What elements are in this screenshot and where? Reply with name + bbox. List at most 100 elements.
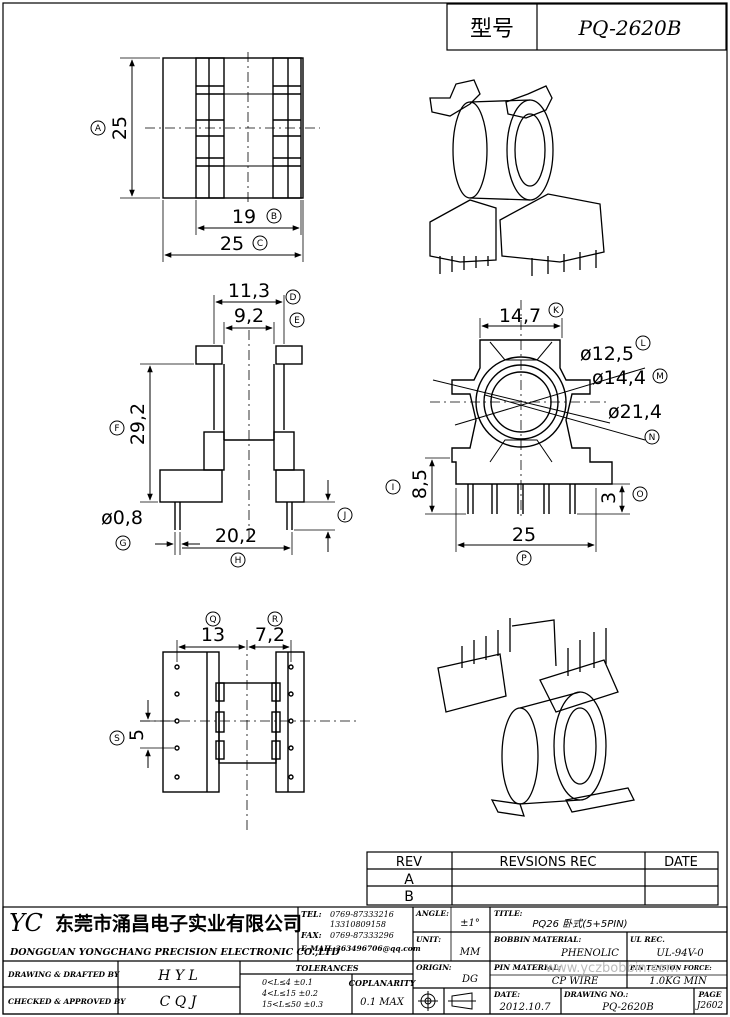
origin-label: ORIGIN: bbox=[416, 963, 452, 972]
dim-height-25: 25 bbox=[109, 116, 131, 140]
projection-symbol-icon bbox=[418, 991, 476, 1011]
dim-width-19: 19 bbox=[232, 206, 256, 228]
marker-h: H bbox=[235, 556, 242, 566]
side-view bbox=[140, 295, 335, 555]
marker-d: D bbox=[290, 293, 297, 303]
checked-value: C Q J bbox=[160, 994, 198, 1010]
company-name-en: DONGGUAN YONGCHANG PRECISION ELECTRONIC … bbox=[9, 947, 340, 958]
dim-29-2: 29,2 bbox=[127, 403, 149, 445]
tol-2: 4<L≤15 ±0.2 bbox=[261, 989, 318, 998]
origin-value: DG bbox=[461, 974, 478, 985]
side-view-labels: 11,3 D 9,2 E 29,2 F ø0,8 G 20,2 H J bbox=[101, 280, 353, 568]
tel-2: 13310809158 bbox=[330, 920, 386, 929]
title-label: TITLE: bbox=[494, 909, 523, 918]
dim-13: 13 bbox=[201, 624, 225, 646]
marker-a: A bbox=[95, 124, 102, 134]
marker-k: K bbox=[553, 306, 560, 316]
title-value: PQ26 卧式(5+5PIN) bbox=[532, 918, 627, 930]
dim-width-25: 25 bbox=[220, 233, 244, 255]
unit-value: MM bbox=[459, 947, 481, 958]
marker-q: Q bbox=[209, 615, 216, 625]
dim-dia-14-4: ø14,4 bbox=[592, 367, 646, 389]
dim-5: 5 bbox=[126, 729, 148, 741]
front-view-labels: 14,7 K ø12,5 L ø14,4 M ø21,4 N 8,5 I 3 O… bbox=[385, 302, 668, 566]
pin-value: CP WIRE bbox=[552, 976, 599, 987]
bobbin-value: PHENOLIC bbox=[560, 948, 619, 959]
bobbin-label: BOBBIN MATERIAL: bbox=[493, 935, 582, 944]
iso-view-bottom bbox=[437, 618, 635, 817]
tension-value: 1.0KG MIN bbox=[649, 976, 708, 987]
drawing-no-label: DRAWING NO.: bbox=[563, 990, 629, 999]
fax-value: 0769-87333296 bbox=[330, 931, 394, 940]
fax-label: FAX: bbox=[300, 930, 322, 940]
dim-dia-21-4: ø21,4 bbox=[608, 401, 662, 423]
watermark: www.yczbobbin.com bbox=[546, 961, 679, 976]
company-name-cn: 东莞市涌昌电子实业有限公司 bbox=[55, 912, 302, 935]
marker-c: C bbox=[257, 239, 263, 249]
dim-11-3: 11,3 bbox=[228, 280, 270, 302]
tolerances-label: TOLERANCES bbox=[295, 963, 358, 973]
marker-p: P bbox=[521, 554, 527, 564]
model-label: 型号 bbox=[470, 17, 514, 42]
dim-25-front: 25 bbox=[512, 524, 536, 546]
angle-label: ANGLE: bbox=[415, 909, 449, 918]
rec-header: REVSIONS REC bbox=[500, 855, 597, 870]
unit-label: UNIT: bbox=[416, 935, 441, 944]
marker-b: B bbox=[271, 212, 277, 222]
date-label: DATE: bbox=[493, 990, 520, 999]
tel-1: 0769-87333216 bbox=[330, 910, 394, 919]
coplanarity-label: COPLANARITY bbox=[349, 978, 417, 988]
marker-o: O bbox=[636, 490, 643, 500]
marker-i: I bbox=[392, 483, 395, 493]
drafted-value: H Y L bbox=[157, 968, 198, 984]
drafted-label: DRAWING & DRAFTED BY bbox=[7, 970, 120, 979]
title-block-grid bbox=[2, 906, 728, 1015]
page-value: J2602 bbox=[695, 1001, 724, 1011]
header-box: 型号 PQ-2620B bbox=[446, 3, 727, 51]
tol-3: 15<L≤50 ±0.3 bbox=[262, 1000, 323, 1009]
marker-r: R bbox=[272, 615, 278, 625]
tension-label: PIN TENSION FORCE: bbox=[629, 964, 712, 972]
tol-1: 0<L≤4 ±0.1 bbox=[262, 978, 313, 987]
model-value: PQ-2620B bbox=[578, 16, 682, 40]
company-logo: YC bbox=[9, 909, 43, 937]
marker-f: F bbox=[114, 424, 119, 434]
marker-l: L bbox=[640, 339, 645, 349]
angle-value: ±1° bbox=[460, 918, 480, 929]
dim-7-2: 7,2 bbox=[255, 624, 285, 646]
checked-label: CHECKED & APPROVED BY bbox=[8, 997, 126, 1006]
bottom-view-labels: 13 Q 7,2 R 5 S bbox=[109, 611, 285, 746]
top-view bbox=[120, 52, 320, 262]
page-label: PAGE bbox=[697, 990, 721, 999]
dim-9-2: 9,2 bbox=[234, 305, 264, 327]
top-view-labels: 25 A 19 B 25 C bbox=[90, 116, 282, 255]
revision-table bbox=[366, 851, 719, 906]
rev-header: REV bbox=[396, 855, 422, 870]
marker-m: M bbox=[656, 372, 664, 382]
marker-j: J bbox=[343, 511, 347, 521]
bottom-view bbox=[140, 640, 360, 830]
tel-label: TEL: bbox=[301, 909, 322, 919]
coplanarity-value: 0.1 MAX bbox=[360, 997, 405, 1008]
marker-s: S bbox=[114, 734, 120, 744]
drawing-no-value: PQ-2620B bbox=[601, 1002, 653, 1013]
date-value: 2012.10.7 bbox=[499, 1002, 552, 1013]
dim-dia-12-5: ø12,5 bbox=[580, 343, 634, 365]
rev-row-b: B bbox=[404, 889, 414, 905]
email: E-MAIL:363496706@qq.com bbox=[300, 944, 421, 953]
ul-value: UL-94V-0 bbox=[656, 948, 704, 959]
front-view bbox=[425, 300, 646, 552]
dim-3: 3 bbox=[598, 492, 620, 504]
date-header: DATE bbox=[664, 855, 698, 870]
rev-row-a: A bbox=[404, 872, 414, 888]
dim-14-7: 14,7 bbox=[499, 305, 541, 327]
dim-20-2: 20,2 bbox=[215, 525, 257, 547]
dim-8-5: 8,5 bbox=[409, 469, 431, 499]
marker-g: G bbox=[120, 539, 127, 549]
dim-pin-dia: ø0,8 bbox=[101, 507, 143, 529]
marker-n: N bbox=[649, 433, 656, 443]
marker-e: E bbox=[294, 316, 300, 326]
iso-view-top bbox=[429, 79, 605, 276]
pin-label: PIN MATERIAL: bbox=[493, 963, 561, 972]
ul-label: UL REC. bbox=[630, 935, 665, 944]
